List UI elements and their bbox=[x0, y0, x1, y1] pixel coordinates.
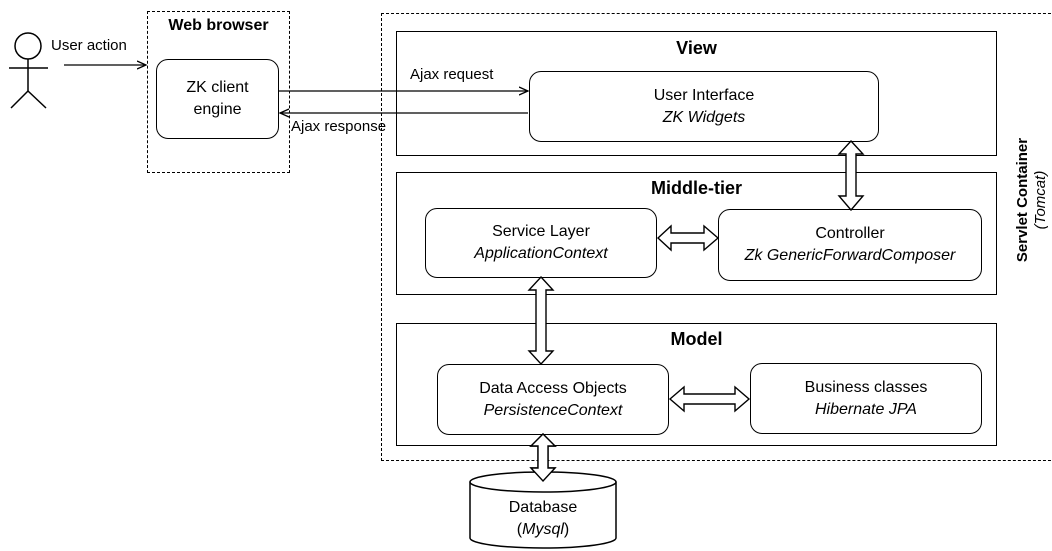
zk-client-engine-line1: ZK client bbox=[186, 79, 249, 96]
dao-name: Data Access Objects bbox=[479, 379, 627, 397]
user-interface-box: User Interface ZK Widgets bbox=[529, 71, 879, 142]
servlet-container bbox=[381, 13, 1052, 461]
service-layer-name: Service Layer bbox=[492, 223, 590, 240]
controller-box: Controller Zk GenericForwardComposer bbox=[718, 209, 982, 281]
business-tech: Hibernate JPA bbox=[815, 400, 917, 418]
dao-business-double-arrow bbox=[668, 385, 751, 413]
database-engine-line: (Mysql) bbox=[470, 519, 616, 541]
servlet-container-label: Servlet Container (Tomcat) bbox=[1014, 100, 1050, 300]
business-name: Business classes bbox=[804, 378, 928, 396]
zk-client-engine-box: ZK client engine bbox=[156, 59, 279, 139]
service-controller-double-arrow bbox=[656, 224, 720, 252]
data-access-objects-box: Data Access Objects PersistenceContext bbox=[437, 364, 669, 435]
ajax-request-label: Ajax request bbox=[410, 66, 494, 83]
database-label: Database (Mysql) bbox=[470, 497, 616, 541]
database-engine: Mysql bbox=[522, 521, 564, 538]
servlet-container-title: Servlet Container bbox=[1014, 137, 1031, 263]
dao-tech: PersistenceContext bbox=[483, 401, 623, 419]
user-interface-tech: ZK Widgets bbox=[662, 108, 746, 126]
ajax-response-label: Ajax response bbox=[291, 118, 387, 135]
database-paren-open: ( bbox=[516, 521, 523, 538]
ui-controller-double-arrow bbox=[837, 139, 865, 212]
user-action-label: User action bbox=[51, 37, 127, 54]
service-dao-double-arrow bbox=[527, 275, 555, 366]
database-paren-close: ) bbox=[563, 521, 570, 538]
controller-tech: Zk GenericForwardComposer bbox=[744, 247, 956, 264]
user-actor-icon bbox=[9, 32, 48, 109]
web-browser-container bbox=[147, 11, 290, 173]
service-layer-tech: ApplicationContext bbox=[474, 245, 608, 262]
model-tier-title: Model bbox=[670, 329, 723, 349]
user-interface-name: User Interface bbox=[653, 86, 755, 104]
business-classes-box: Business classes Hibernate JPA bbox=[750, 363, 982, 434]
servlet-container-subtitle: (Tomcat) bbox=[1032, 170, 1049, 230]
middle-tier-title: Middle-tier bbox=[650, 178, 742, 198]
service-layer-box: Service Layer ApplicationContext bbox=[425, 208, 657, 278]
view-tier-title: View bbox=[676, 38, 717, 58]
database-name: Database bbox=[508, 499, 578, 516]
zk-client-engine-line2: engine bbox=[193, 101, 242, 118]
web-browser-title: Web browser bbox=[168, 17, 269, 34]
controller-name: Controller bbox=[815, 225, 885, 242]
